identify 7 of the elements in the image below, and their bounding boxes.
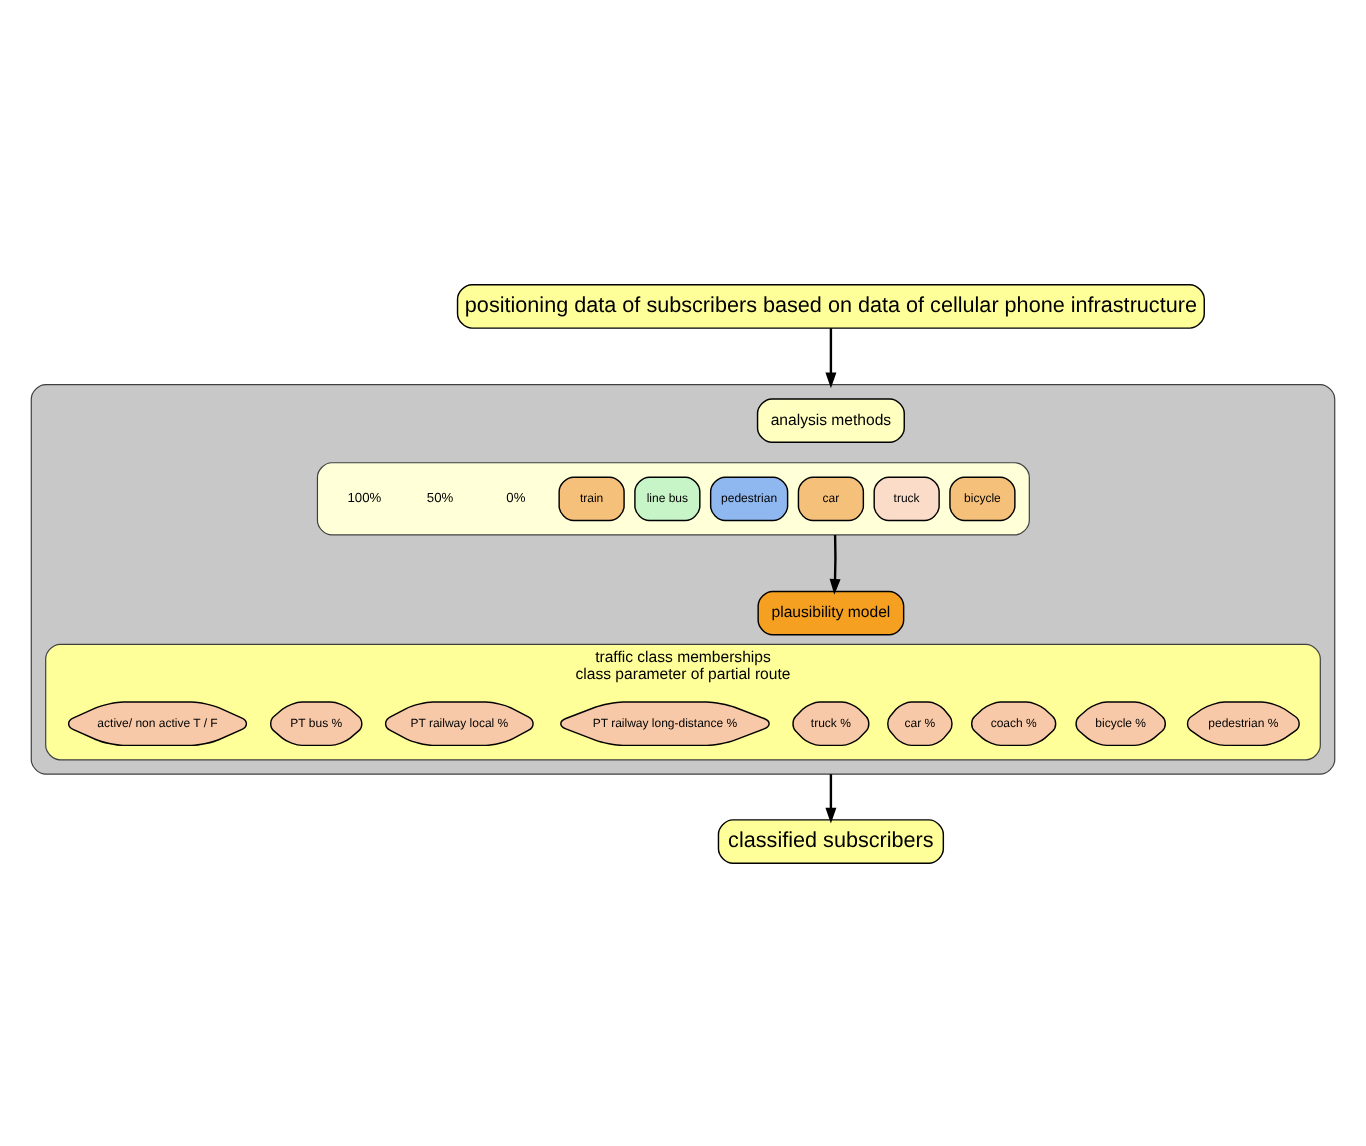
node-box: positioning data of subscribers based on data of cellular phone infrastructure xyxy=(456,283,1205,328)
node-box: classified subscribers xyxy=(717,818,945,863)
arrow xyxy=(825,773,837,823)
arrow xyxy=(829,533,841,594)
arrow xyxy=(825,327,837,388)
cluster xyxy=(316,461,1030,535)
cluster xyxy=(30,383,1336,774)
